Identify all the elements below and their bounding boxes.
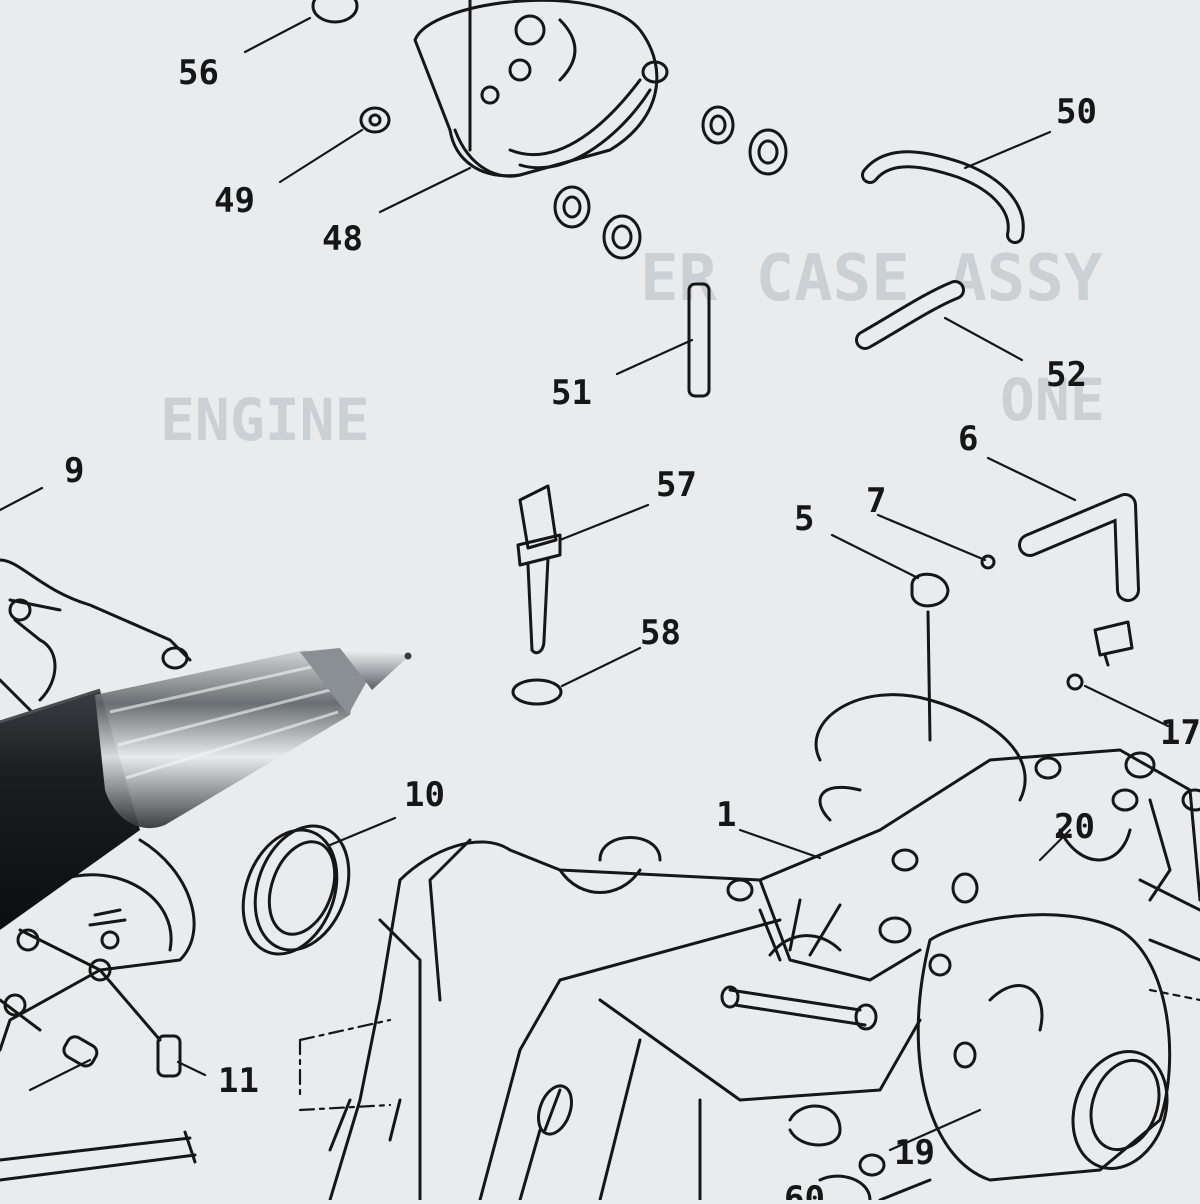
part-6-hose-inner (1021, 496, 1137, 599)
part-49-nut (359, 106, 391, 134)
pen-grip (95, 650, 351, 829)
ghost-text: ER CASE ASSY (640, 242, 1103, 316)
callout-9: 9 (64, 451, 84, 491)
callout-50: 50 (1056, 92, 1097, 132)
callout-6: 6 (958, 419, 978, 459)
callout-5: 5 (794, 499, 814, 539)
ballpoint-pen (0, 648, 412, 930)
callout-52: 52 (1046, 355, 1087, 395)
part-50-hose-inner (864, 153, 1022, 241)
ghost-text-layer: ER CASE ASSY ENGINE ONE (160, 242, 1105, 454)
callout-20: 20 (1054, 807, 1095, 847)
ghost-text: ENGINE (160, 386, 370, 454)
part-1-crankcase (328, 693, 1200, 1202)
part-10-oil-seal (241, 824, 351, 956)
part-58-oring (511, 678, 563, 706)
ghost-text: ONE (1000, 366, 1105, 434)
callout-7: 7 (866, 481, 886, 521)
callout-49: 49 (214, 181, 255, 221)
pen-tip (340, 648, 410, 690)
callout-56: 56 (178, 53, 219, 93)
callout-11: 11 (218, 1061, 259, 1101)
callout-60: 60 (784, 1179, 825, 1200)
part-48-seals (553, 105, 788, 260)
callout-17: 17 (1160, 713, 1200, 753)
part-57-dipstick (516, 484, 562, 655)
part-11-dowels (62, 1034, 182, 1078)
callout-51: 51 (551, 373, 592, 413)
part-5-fitting (910, 572, 950, 742)
leader-lines (0, 16, 1200, 1152)
part-51-pin (687, 282, 711, 398)
stud-bolt (0, 1130, 197, 1182)
part-7-clip (980, 554, 996, 570)
pen-ball (404, 652, 412, 660)
callout-19: 19 (894, 1133, 935, 1173)
callout-48: 48 (322, 219, 363, 259)
callout-57: 57 (656, 465, 697, 505)
callout-1: 1 (716, 795, 736, 835)
callout-labels: 56 49 48 50 51 52 9 57 6 7 5 58 17 10 1 … (64, 53, 1200, 1204)
clutch-cover-part (311, 0, 669, 178)
part-52-hose-inner (858, 283, 962, 347)
part-17-bolt (1066, 620, 1134, 691)
callout-58: 58 (640, 613, 681, 653)
callout-10: 10 (404, 775, 445, 815)
